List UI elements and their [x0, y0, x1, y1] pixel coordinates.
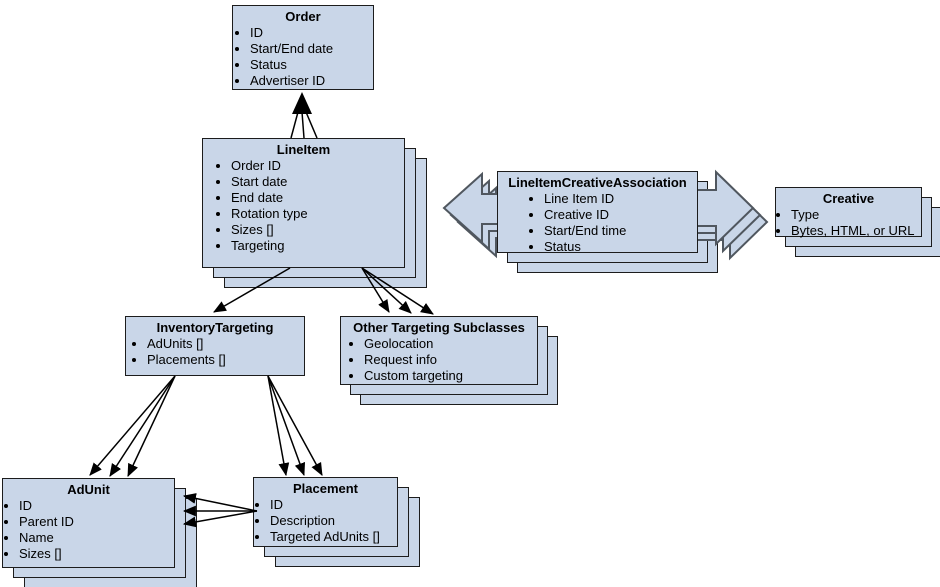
attribute-item: Placements []	[147, 352, 304, 368]
entity-lineitem-title: LineItem	[276, 142, 331, 157]
entity-placement-title: Placement	[292, 481, 359, 496]
attribute-item: Description	[270, 513, 397, 529]
entity-creative-attributes: Type Bytes, HTML, or URL	[776, 207, 921, 239]
entity-inventory-targeting: InventoryTargeting AdUnits [] Placements…	[125, 316, 305, 376]
attribute-item: Creative ID	[544, 207, 697, 223]
entity-placement-box: Placement ID Description Targeted AdUnit…	[253, 477, 398, 547]
attribute-item: Start/End date	[250, 41, 373, 57]
entity-order-box: Order ID Start/End date Status Advertise…	[232, 5, 374, 90]
attribute-item: Sizes []	[19, 546, 174, 562]
entity-order-title: Order	[285, 9, 321, 24]
attribute-item: Geolocation	[364, 336, 537, 352]
attribute-item: Bytes, HTML, or URL	[791, 223, 921, 239]
attribute-item: ID	[19, 498, 174, 514]
entity-adunit-box: AdUnit ID Parent ID Name Sizes []	[2, 478, 175, 568]
entity-ots-title: Other Targeting Subclasses	[353, 320, 525, 335]
attribute-item: AdUnits []	[147, 336, 304, 352]
entity-lica-title: LineItemCreativeAssociation	[508, 175, 687, 190]
entity-inventory-targeting-title: InventoryTargeting	[156, 320, 274, 335]
attribute-item: Start/End time	[544, 223, 697, 239]
attribute-item: Order ID	[231, 158, 404, 174]
entity-ots-box: Other Targeting Subclasses Geolocation R…	[340, 316, 538, 385]
attribute-item: Request info	[364, 352, 537, 368]
entity-placement-attributes: ID Description Targeted AdUnits []	[254, 497, 397, 545]
attribute-item: Status	[544, 239, 697, 255]
attribute-item: Targeted AdUnits []	[270, 529, 397, 545]
attribute-item: Parent ID	[19, 514, 174, 530]
attribute-item: Rotation type	[231, 206, 404, 222]
attribute-item: ID	[270, 497, 397, 513]
entity-inventory-targeting-box: InventoryTargeting AdUnits [] Placements…	[125, 316, 305, 376]
entity-creative: Creative Type Bytes, HTML, or URL	[775, 187, 940, 257]
attribute-item: Line Item ID	[544, 191, 697, 207]
entity-lineitem: LineItem Order ID Start date End date Ro…	[202, 138, 427, 288]
entity-lineitem-box: LineItem Order ID Start date End date Ro…	[202, 138, 405, 268]
attribute-item: Custom targeting	[364, 368, 537, 384]
entity-order: Order ID Start/End date Status Advertise…	[232, 5, 374, 90]
entity-lica-attributes: Line Item ID Creative ID Start/End time …	[498, 191, 697, 255]
attribute-item: Sizes []	[231, 222, 404, 238]
attribute-item: Name	[19, 530, 174, 546]
entity-creative-title: Creative	[822, 191, 875, 206]
attribute-item: End date	[231, 190, 404, 206]
entity-lineitem-attributes: Order ID Start date End date Rotation ty…	[203, 158, 404, 254]
entity-inventory-targeting-attributes: AdUnits [] Placements []	[126, 336, 304, 368]
entity-adunit-title: AdUnit	[67, 482, 110, 497]
attribute-item: Start date	[231, 174, 404, 190]
entity-adunit: AdUnit ID Parent ID Name Sizes []	[2, 478, 197, 587]
entity-ots-attributes: Geolocation Request info Custom targetin…	[341, 336, 537, 384]
entity-placement: Placement ID Description Targeted AdUnit…	[253, 477, 420, 567]
entity-lineitem-creative-association: LineItemCreativeAssociation Line Item ID…	[497, 171, 718, 273]
attribute-item: Advertiser ID	[250, 73, 373, 89]
entity-creative-box: Creative Type Bytes, HTML, or URL	[775, 187, 922, 239]
attribute-item: Type	[791, 207, 921, 223]
attribute-item: Targeting	[231, 238, 404, 254]
entity-lica-box: LineItemCreativeAssociation Line Item ID…	[497, 171, 698, 255]
entity-other-targeting-subclasses: Other Targeting Subclasses Geolocation R…	[340, 316, 558, 405]
entity-order-attributes: ID Start/End date Status Advertiser ID	[233, 25, 373, 89]
attribute-item: ID	[250, 25, 373, 41]
entity-adunit-attributes: ID Parent ID Name Sizes []	[3, 498, 174, 562]
attribute-item: Status	[250, 57, 373, 73]
